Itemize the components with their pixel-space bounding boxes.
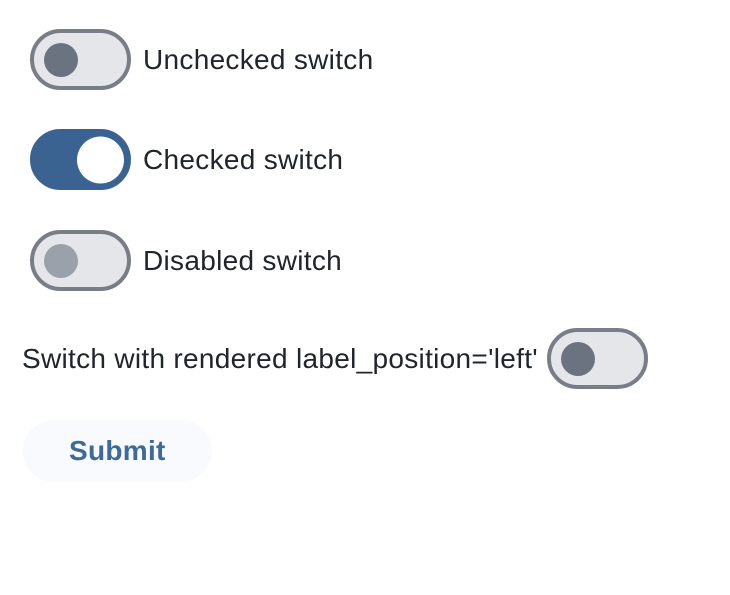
disabled-switch-toggle (30, 230, 131, 291)
switch-knob (77, 136, 124, 183)
switch-row-checked: Checked switch (30, 129, 730, 190)
unchecked-switch-label: Unchecked switch (143, 43, 374, 75)
switch-knob (560, 341, 595, 376)
left-label-switch-toggle[interactable] (546, 328, 648, 389)
unchecked-switch-toggle[interactable] (30, 29, 131, 90)
checked-switch-label: Checked switch (143, 143, 344, 175)
switch-knob (44, 243, 78, 278)
switch-row-disabled: Disabled switch (30, 230, 730, 291)
submit-button[interactable]: Submit (23, 420, 212, 482)
switch-row-left-label: Switch with rendered label_position='lef… (22, 328, 710, 389)
switch-knob (44, 42, 78, 77)
checked-switch-toggle[interactable] (30, 129, 131, 190)
switch-row-unchecked: Unchecked switch (30, 29, 730, 90)
disabled-switch-label: Disabled switch (143, 244, 343, 276)
left-label-switch-label: Switch with rendered label_position='lef… (22, 342, 538, 374)
